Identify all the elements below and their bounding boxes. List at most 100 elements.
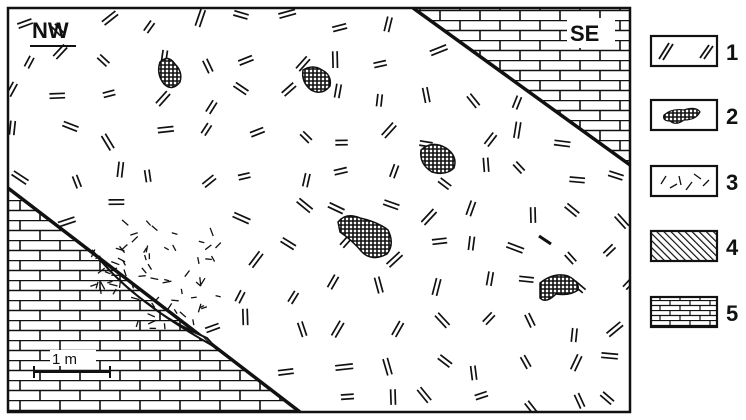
texture-double-dash	[466, 95, 477, 109]
texture-double-dash	[569, 176, 586, 180]
inclusion	[539, 274, 580, 301]
texture-double-dash	[429, 44, 447, 53]
scale-bar-label: 1 m	[52, 351, 77, 368]
texture-double-dash	[569, 353, 579, 370]
texture-double-dash	[104, 13, 119, 26]
texture-double-dash	[55, 46, 68, 60]
texture-dash	[171, 232, 178, 236]
legend-item-3: 3	[649, 164, 738, 198]
texture-double-dash	[157, 125, 174, 130]
texture-double-dash	[75, 174, 83, 188]
texture-double-dash	[61, 124, 78, 133]
texture-double-dash	[605, 246, 617, 258]
texture-double-dash	[340, 393, 354, 396]
texture-double-dash	[59, 220, 77, 228]
texture-double-dash	[554, 139, 571, 144]
legend: 1 2 3 4 5	[649, 34, 739, 329]
texture-dash	[195, 281, 202, 287]
texture-dash	[138, 275, 146, 278]
texture-double-dash	[232, 215, 250, 225]
texture-double-dash	[143, 169, 148, 183]
texture-double-dash	[420, 208, 435, 223]
texture-double-dash	[18, 22, 34, 29]
texture-double-dash	[387, 17, 393, 33]
texture-double-dash	[573, 355, 583, 372]
texture-double-dash	[383, 16, 389, 32]
texture-double-dash	[23, 55, 31, 67]
texture-double-dash	[200, 122, 209, 134]
texture-double-dash	[278, 8, 296, 15]
contact-line-southeast	[411, 8, 630, 167]
texture-double-dash	[201, 174, 214, 185]
texture-double-dash	[518, 279, 534, 284]
texture-dash	[143, 254, 147, 261]
texture-double-dash	[602, 243, 614, 254]
texture-dash	[130, 296, 140, 301]
texture-double-dash	[206, 326, 221, 334]
texture-double-dash	[206, 58, 214, 72]
texture-dash	[95, 255, 101, 260]
texture-double-dash	[471, 236, 476, 251]
texture-double-dash	[148, 169, 152, 182]
texture-double-dash	[302, 130, 313, 141]
texture-double-dash	[102, 89, 115, 95]
texture-double-dash	[485, 314, 496, 326]
texture-double-dash	[385, 251, 401, 265]
texture-double-dash	[298, 197, 314, 210]
texture-double-dash	[625, 284, 630, 291]
texture-double-dash	[440, 177, 452, 187]
diagonal-hatch-icon	[649, 229, 719, 263]
texture-double-dash	[282, 236, 297, 247]
texture-dash	[97, 267, 106, 274]
texture-double-dash	[517, 122, 522, 139]
texture-double-dash	[607, 174, 623, 181]
texture-dash	[198, 240, 205, 244]
texture-double-dash	[553, 143, 571, 148]
texture-double-dash	[564, 254, 574, 265]
texture-dash	[111, 260, 120, 266]
texture-double-dash	[16, 18, 32, 25]
small-fragment	[538, 234, 552, 246]
texture-double-dash	[49, 92, 65, 95]
texture-double-dash	[116, 161, 120, 178]
texture-double-dash	[519, 275, 534, 279]
texture-double-dash	[11, 173, 27, 186]
scale-bar-label-bg	[50, 350, 96, 366]
texture-double-dash	[393, 165, 400, 179]
texture-double-dash	[437, 312, 451, 326]
cross-hatch-patch-icon	[663, 107, 701, 124]
texture-double-dash	[386, 357, 393, 375]
texture-double-dash	[204, 322, 219, 330]
texture-dash	[215, 294, 221, 298]
texture-double-dash	[299, 133, 310, 144]
texture-dash	[173, 308, 178, 314]
texture-dash	[197, 303, 202, 313]
texture-double-dash	[601, 356, 618, 360]
contact-line-northwest	[8, 186, 302, 412]
texture-double-dash	[490, 272, 495, 287]
texture-double-dash	[104, 133, 115, 149]
texture-double-dash	[334, 170, 348, 176]
texture-dash	[180, 288, 183, 295]
texture-dash	[154, 296, 160, 302]
texture-double-dash	[13, 170, 30, 182]
texture-dash	[163, 323, 166, 330]
texture-dash	[107, 280, 113, 284]
texture-double-dash	[331, 22, 347, 29]
texture-dash	[197, 256, 200, 265]
texture-double-dash	[99, 53, 111, 64]
label-northwest: NW	[32, 18, 69, 43]
texture-double-dash	[246, 308, 249, 326]
legend-item-5: 5	[649, 295, 738, 329]
texture-dash	[184, 270, 191, 278]
texture-dash	[143, 247, 148, 253]
texture-double-dash	[54, 23, 65, 34]
legend-number-2: 2	[726, 104, 738, 129]
texture-double-dash	[96, 57, 108, 68]
texture-double-dash	[426, 86, 431, 103]
texture-double-dash	[329, 201, 345, 211]
texture-double-dash	[248, 250, 261, 266]
label-southeast: SE	[570, 21, 599, 46]
texture-double-dash	[157, 130, 174, 134]
